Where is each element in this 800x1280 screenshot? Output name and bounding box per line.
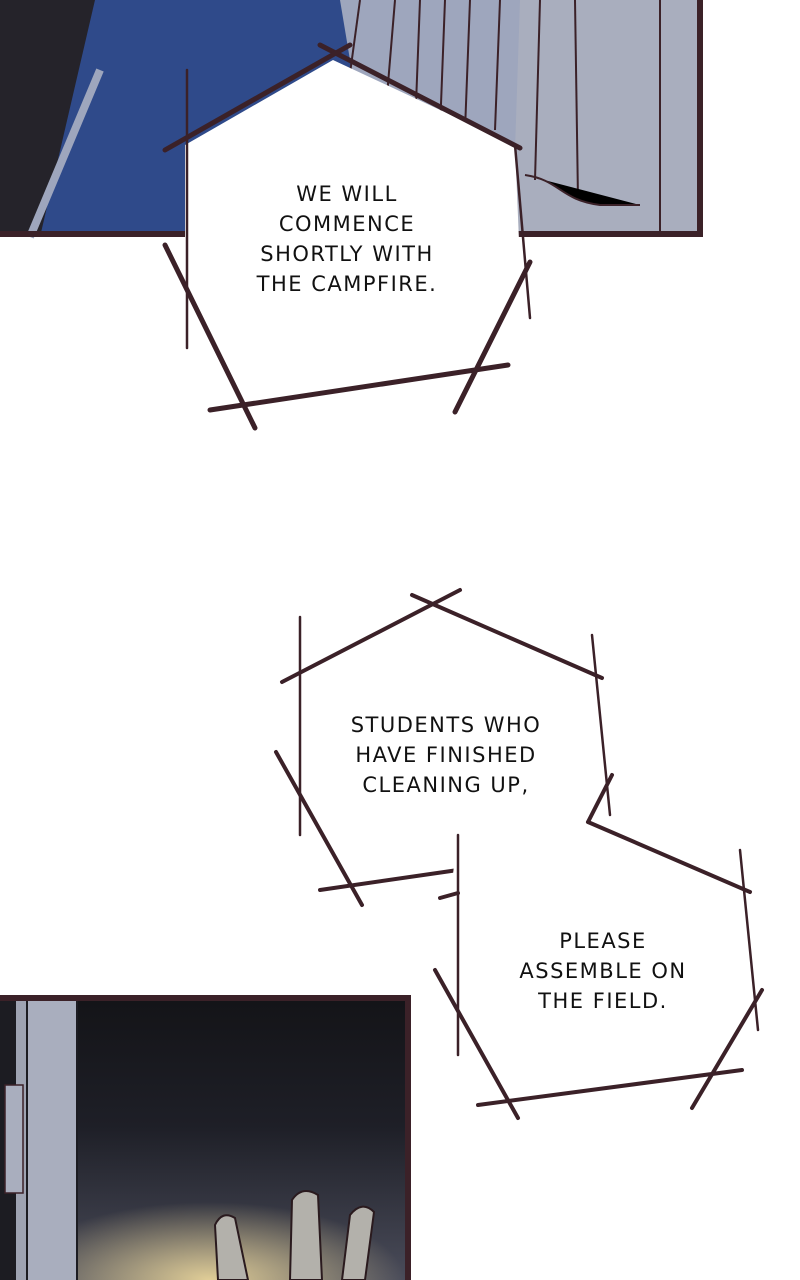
bubble-3-line-2: ASSEMBLE ON xyxy=(519,959,686,983)
bubble-2-line-3: CLEANING UP, xyxy=(362,773,529,797)
bubble-1-line-1: WE WILL xyxy=(296,182,398,206)
bubble-1-line-2: COMMENCE xyxy=(279,212,415,236)
bubble-1-line-3: SHORTLY WITH xyxy=(260,242,434,266)
speech-bubble-3: PLEASE ASSEMBLE ON THE FIELD. xyxy=(433,773,764,1120)
bubble-3-line-3: THE FIELD. xyxy=(537,989,668,1013)
speech-bubble-1: WE WILL COMMENCE SHORTLY WITH THE CAMPFI… xyxy=(162,42,533,431)
bubble-2-line-1: STUDENTS WHO xyxy=(351,713,542,737)
bubble-1-line-4: THE CAMPFIRE. xyxy=(256,272,438,296)
bottom-panel xyxy=(0,995,411,1280)
bubble-2-line-2: HAVE FINISHED xyxy=(355,743,536,767)
hand xyxy=(213,1190,376,1280)
speech-bubble-2: STUDENTS WHO HAVE FINISHED CLEANING UP, xyxy=(274,588,612,907)
bubble-3-line-1: PLEASE xyxy=(559,929,647,953)
